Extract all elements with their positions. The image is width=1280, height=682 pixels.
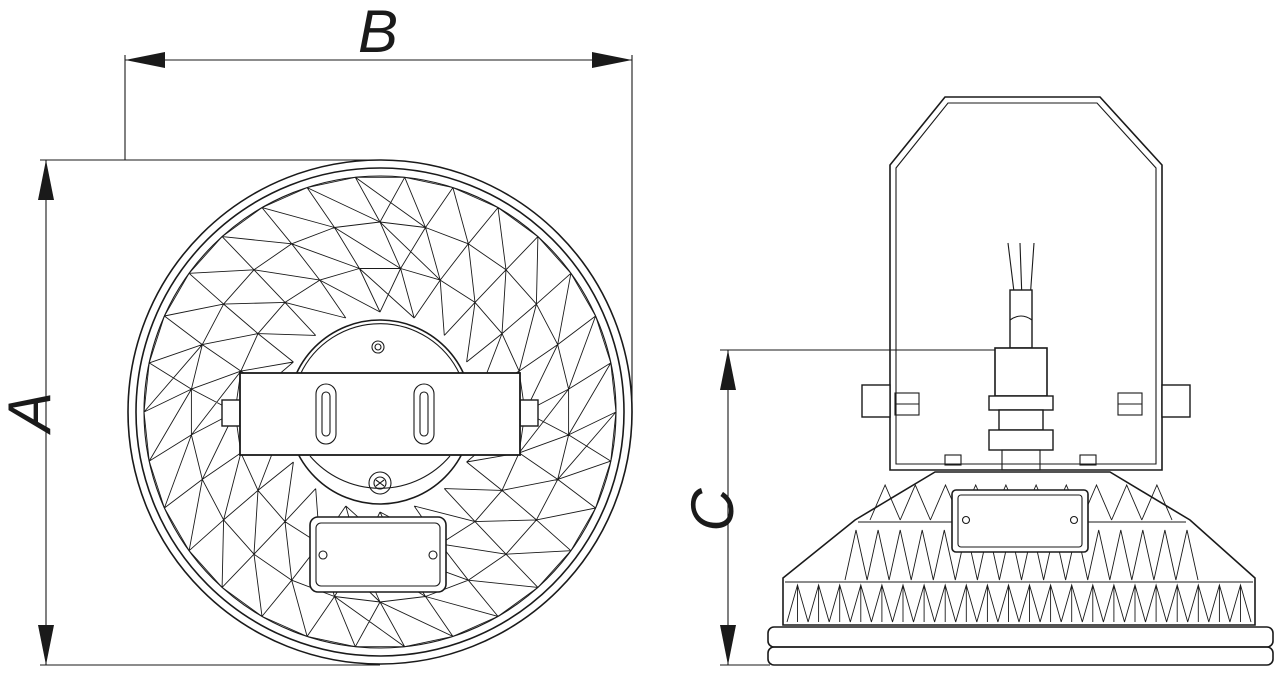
side-view: C: [679, 96, 1274, 666]
dimension-c-label: C: [679, 488, 746, 532]
side-facet-lines: [785, 483, 1253, 623]
dimension-b: B: [124, 0, 633, 420]
dimension-b-label: B: [358, 0, 398, 65]
dimension-a-label: A: [0, 392, 63, 435]
front-view: B A: [0, 0, 633, 666]
side-facets: [785, 483, 1253, 623]
dimension-a: A: [0, 159, 380, 666]
dimension-c: C: [679, 349, 1045, 666]
